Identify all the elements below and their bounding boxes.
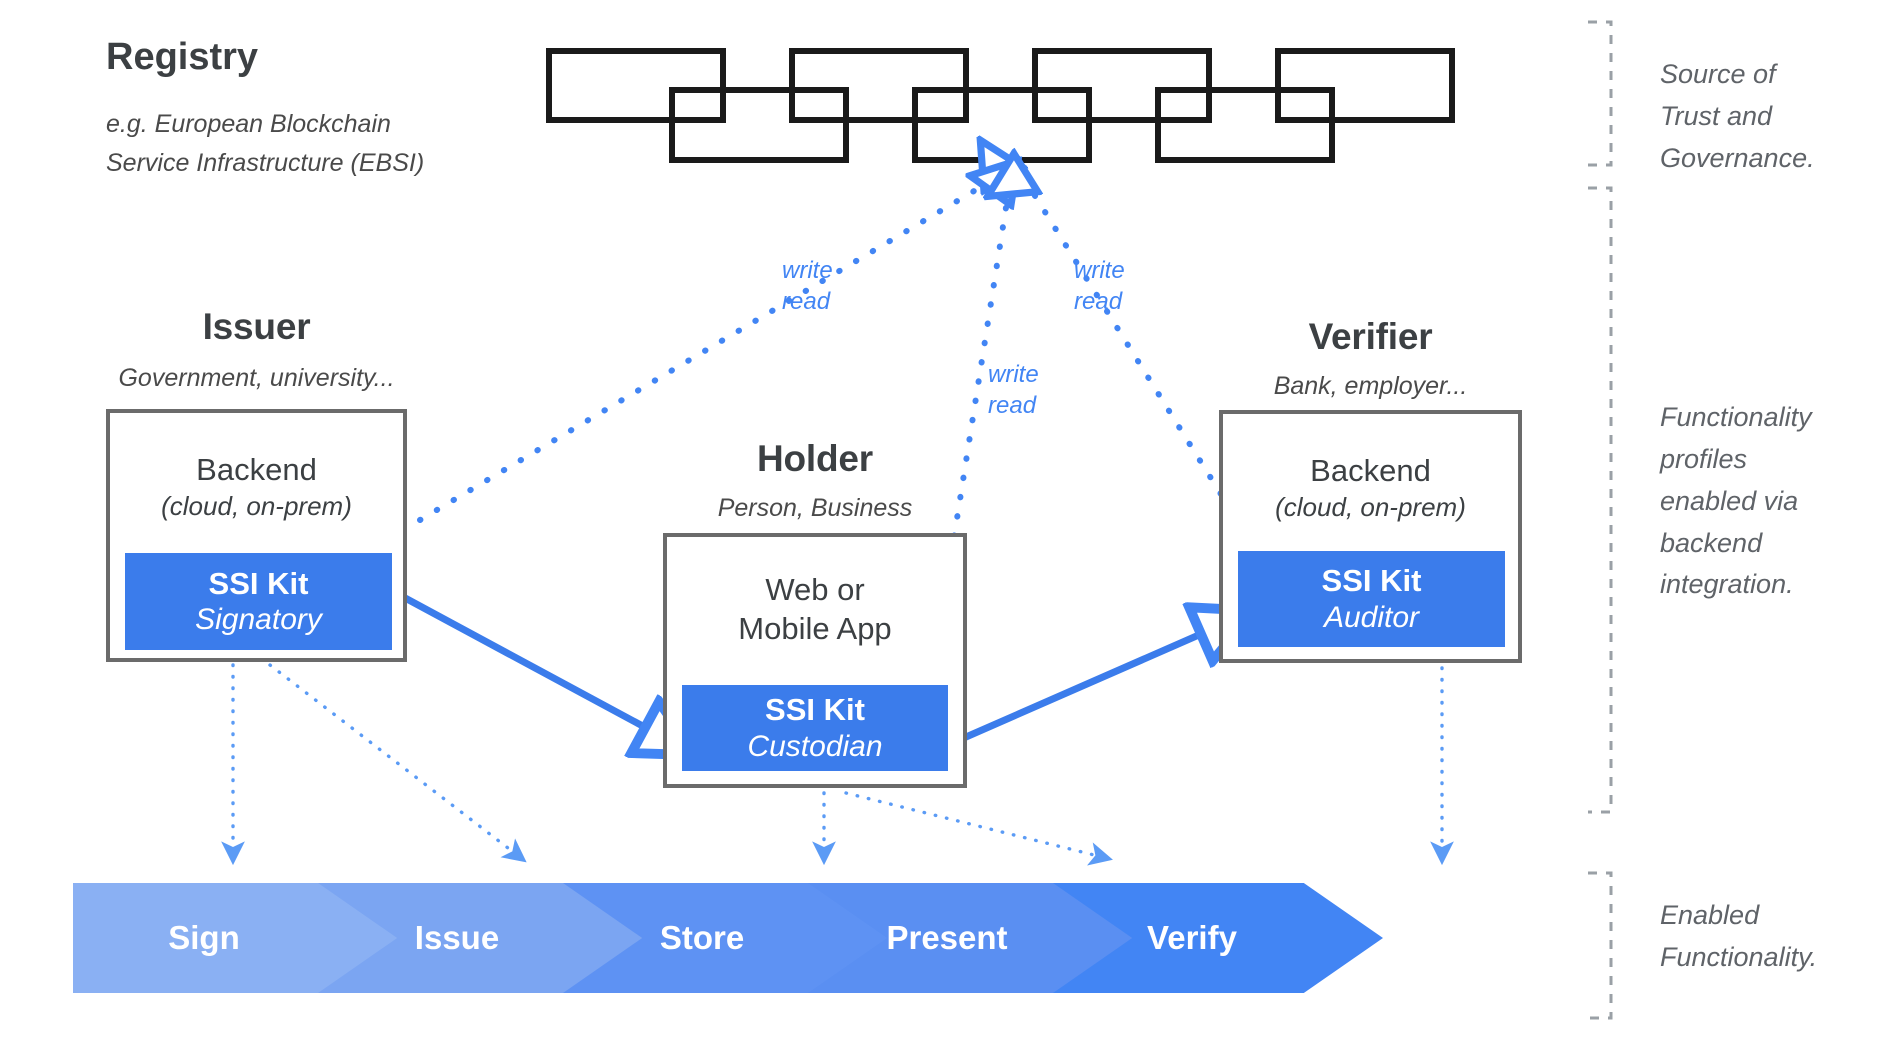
- holder-ssi-kit-profile: Custodian: [747, 729, 883, 763]
- registry-title: Registry: [106, 36, 259, 78]
- chevron-label-verify: Verify: [1147, 919, 1237, 956]
- verifier-ssi-kit-chip[interactable]: SSI Kit Auditor: [1238, 551, 1505, 647]
- bracket-source-line-1: Source of: [1660, 59, 1776, 89]
- verifier-backend-line-1: Backend: [1310, 453, 1431, 488]
- bracket-functionality-line-2: profiles: [1660, 443, 1748, 474]
- holder-app-line-1: Web or: [765, 572, 865, 607]
- bracket-label-enabled-functionality: Enabled Functionality.: [1660, 895, 1817, 979]
- registry-subtitle-line-1: e.g. European Blockchain: [106, 110, 391, 138]
- chevron-label-present: Present: [886, 919, 1008, 956]
- issuer-backend-line-2: (cloud, on-prem): [161, 490, 352, 521]
- blockchain-chain-icon: [546, 48, 1455, 163]
- flow-issuer-to-holder: [390, 588, 676, 744]
- chevron-label-store: Store: [659, 919, 745, 956]
- label-issuer-registry-writeread: write read: [782, 256, 833, 317]
- issuer-backend-line-1: Backend: [196, 452, 317, 487]
- bracket-enabled-line-1: Enabled: [1660, 900, 1760, 930]
- bracket-functionality-line-3: enabled via: [1660, 485, 1799, 516]
- chevron-label-sign: Sign: [168, 919, 240, 956]
- issuer-subtitle: Government, university...: [118, 364, 395, 392]
- bracket-enabled-line-2: Functionality.: [1660, 941, 1818, 972]
- bracket-label-functionality-profiles: Functionality profiles enabled via backe…: [1660, 397, 1812, 606]
- holder-app-line-2: Mobile App: [738, 610, 892, 646]
- label-issuer-write: write: [782, 257, 833, 284]
- label-issuer-read: read: [782, 287, 831, 315]
- arrow-holder-to-present: [844, 791, 1113, 866]
- bracket-functionality-line-1: Functionality: [1660, 402, 1812, 432]
- issuer-backend-label: Backend (cloud, on-prem): [110, 451, 403, 522]
- bracket-functionality-line-5: integration.: [1660, 569, 1794, 600]
- holder-ssi-kit-label: SSI Kit: [765, 692, 865, 728]
- holder-title: Holder: [757, 438, 873, 479]
- registry-subtitle: e.g. European Blockchain Service Infrast…: [106, 105, 424, 183]
- verifier-subtitle: Bank, employer...: [1273, 372, 1468, 400]
- label-verifier-read: read: [1074, 287, 1123, 315]
- bracket-source-line-3: Governance.: [1660, 142, 1815, 173]
- verifier-ssi-kit-profile: Auditor: [1323, 600, 1420, 634]
- chevron-label-issue: Issue: [414, 919, 500, 956]
- verifier-backend-label: Backend (cloud, on-prem): [1223, 452, 1518, 523]
- label-holder-read: read: [988, 391, 1037, 419]
- holder-app-label: Web or Mobile App: [667, 571, 963, 649]
- label-verifier-registry-writeread: write read: [1074, 256, 1125, 317]
- holder-ssi-kit-chip[interactable]: SSI Kit Custodian: [682, 685, 948, 771]
- bracket-label-source-of-trust: Source of Trust and Governance.: [1660, 54, 1815, 180]
- bracket-enabled-functionality: [1588, 871, 1613, 1020]
- bracket-source-line-2: Trust and: [1660, 100, 1773, 131]
- verifier-backend-line-2: (cloud, on-prem): [1275, 491, 1466, 522]
- label-holder-registry-writeread: write read: [988, 360, 1039, 421]
- issuer-ssi-kit-label: SSI Kit: [208, 565, 309, 601]
- verifier-ssi-kit-label: SSI Kit: [1321, 563, 1422, 599]
- bracket-functionality-profiles: [1588, 186, 1613, 814]
- label-verifier-write: write: [1074, 257, 1125, 284]
- verifier-title: Verifier: [1308, 316, 1433, 357]
- registry-subtitle-line-2: Service Infrastructure (EBSI): [106, 148, 425, 177]
- arrow-issuer-to-issue: [268, 663, 527, 863]
- issuer-ssi-kit-profile: Signatory: [195, 603, 322, 637]
- issuer-title: Issuer: [202, 306, 311, 347]
- bracket-source-of-trust: [1588, 20, 1613, 167]
- issuer-ssi-kit-chip[interactable]: SSI Kit Signatory: [125, 553, 392, 650]
- bracket-functionality-line-4: backend: [1660, 527, 1763, 558]
- holder-subtitle: Person, Business: [717, 494, 913, 522]
- label-holder-write: write: [988, 361, 1039, 388]
- flow-holder-to-verifier: [946, 620, 1233, 748]
